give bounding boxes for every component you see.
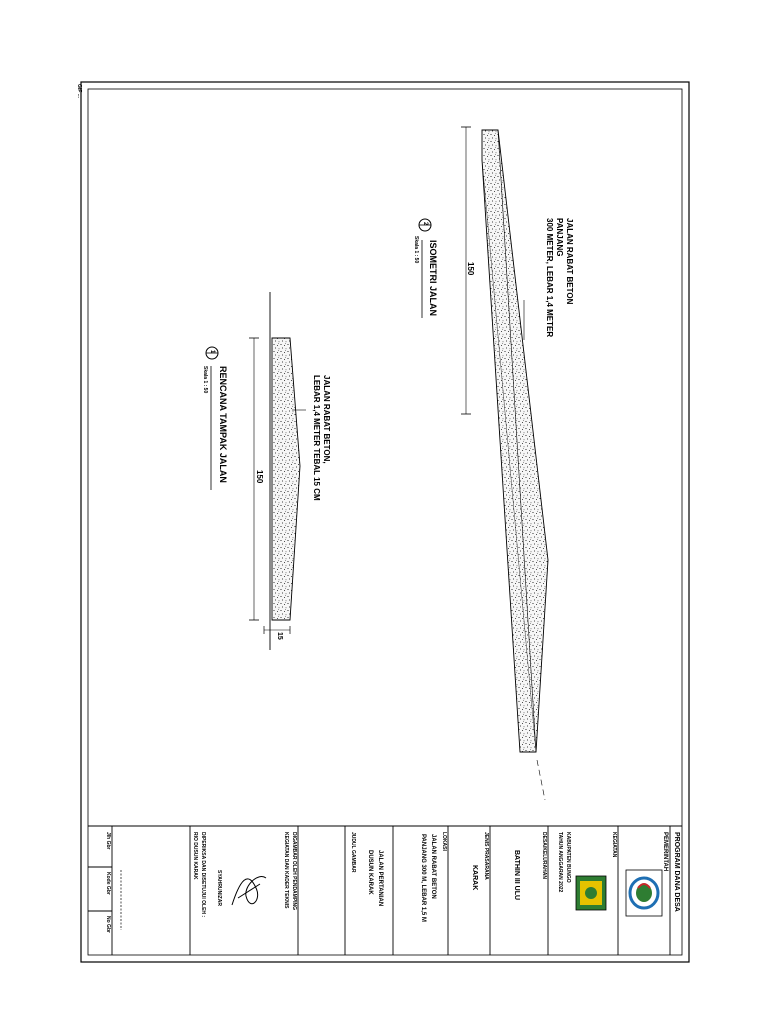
isometric-slab-edge (497, 129, 537, 753)
nomor-gambar-label: No Gbr (105, 916, 111, 933)
jumlah-gambar-label: Jlh Gbr (105, 832, 111, 850)
diperiksa-line1: DIPERIKSA DAN DISETUJUI OLEH : (200, 832, 206, 918)
iso-view-title: ISOMETRI JALAN (428, 240, 438, 317)
sec-view-title: RENCANA TAMPAK JALAN (218, 366, 228, 483)
isometric-view (418, 126, 549, 801)
pemerintah-label: PEMERINTAH (662, 832, 668, 872)
kabupaten-bungo-emblem (575, 875, 607, 911)
sec-view-number: 1 (209, 350, 215, 354)
section-road-slab (271, 337, 301, 621)
title-block (88, 826, 671, 955)
sec-thickness-label: 15 (276, 632, 283, 640)
inner-frame (87, 88, 683, 956)
lokasi-line2: DUSUN KARAK (367, 850, 373, 895)
judul-gambar-label: JUDUL GAMBAR (350, 832, 356, 873)
isometric-centerline (536, 759, 546, 801)
tahun-anggaran-label: TAHUN ANGGARAN 2022 (557, 832, 563, 893)
isometric-slab-edge (481, 159, 537, 753)
signer-name: SYAHRUNIZAR (216, 870, 222, 906)
jenis-prasarana-label: JENIS PRASARANA (483, 832, 489, 880)
outer-frame (80, 81, 690, 963)
isometric-road-slab (481, 129, 549, 753)
iso-view-number: 2 (422, 222, 428, 226)
signature-mark (231, 876, 267, 906)
kegiatan-label: KEGIATAN (611, 832, 617, 858)
iso-road-label-line1: JALAN RABAT BETON (565, 218, 574, 305)
diperiksa-line2: RIO DUSUN KARAK (192, 832, 198, 880)
lokasi-line1: JALAN PERTANIAN (377, 850, 383, 907)
dana-desa-logo (625, 869, 663, 917)
iso-road-label-line3: 300 METER, LEBAR 1,4 METER (545, 218, 554, 338)
sec-view-scale: Skala 1 : 50 (202, 366, 208, 394)
desa-value: KARAK (471, 865, 478, 891)
section-view (205, 292, 306, 650)
lokasi-label: LOKASI (441, 832, 447, 851)
jenis-prasarana-line2: PANJANG 300 M, LEBAR 1,5 M (420, 834, 426, 922)
sec-road-label-line2: LEBAR 1,4 METER TEBAL 15 CM (312, 375, 321, 501)
kode-gambar-label: Kode Gbr (105, 872, 111, 895)
margin-note: GIF ... (76, 84, 82, 98)
iso-road-label-line2: PANJANG (555, 218, 564, 257)
dibuat-oleh-line1: DIGAMBAR OLEH PENDAMPING (291, 832, 297, 911)
kabupaten-label: KABUPATEN BUNGO (565, 832, 571, 883)
jenis-prasarana-line1: JALAN RABAT BETON (430, 834, 436, 899)
desa-label: DESA/KELURAHAN (541, 832, 547, 879)
iso-dimension-label: 150 (466, 262, 475, 276)
iso-view-scale: Skala 1 : 50 (413, 236, 419, 264)
kecamatan-value: BATHIN III ULU (513, 850, 520, 901)
dibuat-oleh-line2: KEGIATAN DAN KADER TEKNIS (283, 832, 289, 909)
sec-road-label-line1: JALAN RABAT BETON, (322, 375, 331, 464)
program-label: PROGRAM DANA DESA (673, 832, 680, 912)
sec-dimension-label: 150 (255, 470, 264, 484)
